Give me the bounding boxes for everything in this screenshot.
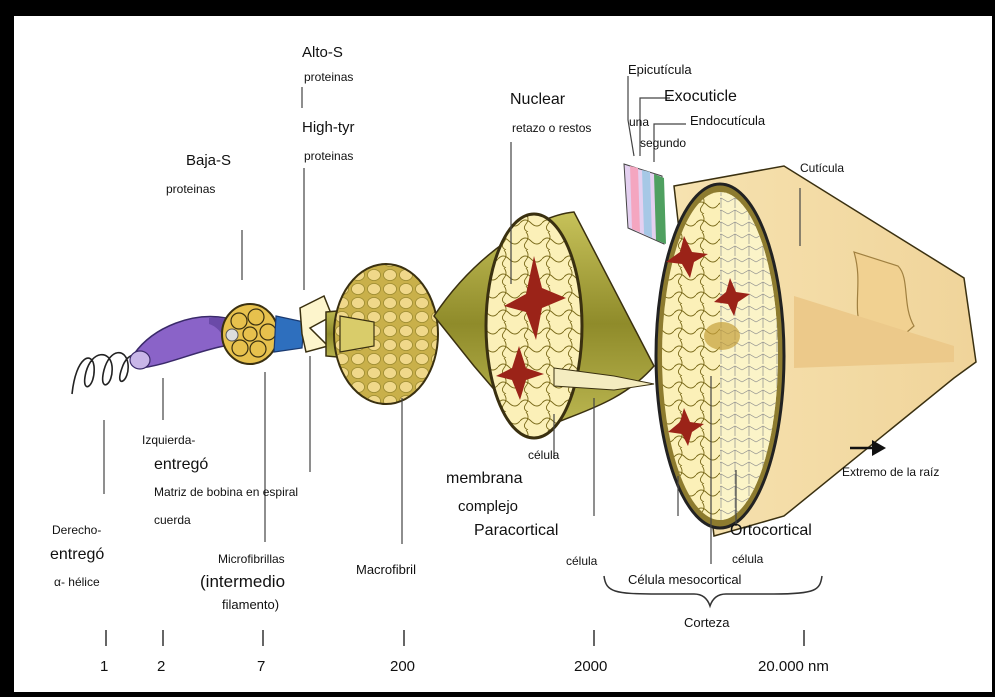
label-segundo: segundo: [640, 137, 686, 151]
label-exocuticle: Exocuticle: [664, 88, 737, 106]
label-alto-s: Alto-S: [302, 44, 343, 61]
label-cuticula: Cutícula: [800, 162, 844, 176]
label-nuclear-sub: retazo o restos: [512, 122, 591, 136]
label-alto-s-proteinas: proteinas: [304, 71, 353, 85]
hair-structure-illustration: [14, 16, 992, 692]
label-ortocortical: Ortocortical: [730, 522, 812, 540]
hair-fiber-cortex: [656, 166, 976, 536]
scale-tick-label: 2000: [574, 658, 607, 675]
label-extremo-raiz: Extremo de la raíz: [842, 466, 939, 480]
label-macrofibril: Macrofibril: [356, 563, 416, 578]
label-derecho-2: entregó: [50, 546, 104, 564]
label-izquierda-4: cuerda: [154, 514, 191, 528]
label-endocuticula: Endocutícula: [690, 114, 765, 129]
label-derecho-3: α- hélice: [54, 576, 100, 590]
coiled-coil-rope: [130, 317, 236, 369]
label-izquierda-1: Izquierda-: [142, 434, 195, 448]
label-corteza: Corteza: [684, 616, 730, 631]
label-nuclear: Nuclear: [510, 91, 565, 109]
macrofibril-body: [326, 264, 438, 404]
label-mesocortical: Célula mesocortical: [628, 573, 741, 588]
label-baja-s: Baja-S: [186, 152, 231, 169]
cuticle-layers: [624, 164, 666, 244]
label-membrana-celula: célula: [528, 449, 559, 463]
scale-tick-label: 200: [390, 658, 415, 675]
scale-tick-label: 1: [100, 658, 108, 675]
scale-tick-label: 20.000 nm: [758, 658, 829, 675]
scale-ticks: [106, 630, 804, 646]
label-ortocortical-celula: célula: [732, 553, 763, 567]
label-una: una: [629, 116, 649, 130]
scale-tick-label: 7: [257, 658, 265, 675]
label-paracortical-celula: célula: [566, 555, 597, 569]
label-epicuticula: Epicutícula: [628, 63, 692, 78]
label-high-tyr: High-tyr: [302, 119, 355, 136]
scale-tick-label: 2: [157, 658, 165, 675]
label-derecho-1: Derecho-: [52, 524, 101, 538]
label-filamento: filamento): [222, 598, 279, 613]
label-microfibrillas: Microfibrillas: [218, 553, 285, 567]
label-membrana: membrana: [446, 470, 522, 488]
label-complejo: complejo: [458, 498, 518, 515]
label-high-tyr-proteinas: proteinas: [304, 150, 353, 164]
label-izquierda-3: Matriz de bobina en espiral: [154, 486, 298, 500]
label-baja-s-proteinas: proteinas: [166, 183, 215, 197]
diagram-frame: Derecho- entregó α- hélice Izquierda- en…: [14, 16, 992, 692]
cortical-cell-body: [434, 212, 654, 438]
label-intermedio: (intermedio: [200, 572, 285, 592]
label-paracortical: Paracortical: [474, 522, 558, 540]
microfibril-bundle: [222, 304, 304, 364]
label-izquierda-2: entregó: [154, 456, 208, 474]
